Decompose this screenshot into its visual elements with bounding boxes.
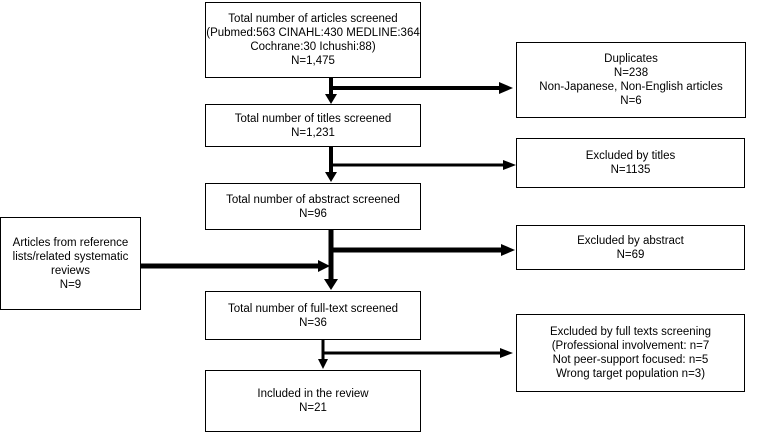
reference-lists-line1: Articles from reference xyxy=(12,236,129,249)
excluded-fulltext-box: Excluded by full texts screening (Profes… xyxy=(516,314,745,392)
fulltext-screened-title: Total number of full-text screened xyxy=(227,302,399,315)
arrowhead-reference-to-stream xyxy=(318,260,330,272)
excluded-titles-count: N=1135 xyxy=(610,164,651,176)
reference-lists-line2: lists/related systematic xyxy=(12,250,129,263)
excluded-not-peer-support: Not peer-support focused: n=5 xyxy=(552,354,709,366)
arrowhead-to-duplicates xyxy=(499,82,513,94)
non-language-count: N=6 xyxy=(620,95,642,107)
articles-screened-title: Total number of articles screened xyxy=(228,13,398,25)
articles-screened-sources-line1: (Pubmed:563 CINAHL:430 MEDLINE:364 xyxy=(206,27,420,39)
excluded-abstract-label: Excluded by abstract xyxy=(577,234,684,247)
excluded-titles-label: Excluded by titles xyxy=(585,150,676,162)
included-review-title: Included in the review xyxy=(257,388,369,400)
arrowhead-fulltext-to-included xyxy=(318,359,328,369)
articles-screened-count: N=1,475 xyxy=(291,55,335,67)
excluded-titles-box: Excluded by titles N=1135 xyxy=(516,138,745,188)
arrowhead-to-excluded-titles xyxy=(503,160,516,170)
fulltext-screened-box: Total number of full-text screened N=36 xyxy=(205,291,421,340)
excluded-wrong-population: Wrong target population n=3) xyxy=(555,368,706,380)
excluded-professional-involvement: (Professional involvement: n=7 xyxy=(551,340,710,352)
reference-lists-count: N=9 xyxy=(59,278,82,291)
articles-screened-box: Total number of articles screened (Pubme… xyxy=(205,2,421,78)
arrowhead-titles-to-abstract xyxy=(325,172,337,182)
excluded-fulltext-label: Excluded by full texts screening xyxy=(549,326,712,338)
abstract-screened-count: N=96 xyxy=(299,207,327,220)
articles-screened-sources-line2: Cochrane:30 Ichushi:88) xyxy=(250,41,376,53)
titles-screened-box: Total number of titles screened N=1,231 xyxy=(205,104,421,147)
titles-screened-title: Total number of titles screened xyxy=(234,112,392,125)
included-review-count: N=21 xyxy=(299,402,327,414)
reference-lists-line3: reviews xyxy=(51,264,90,277)
non-language-label: Non-Japanese, Non-English articles xyxy=(539,81,723,93)
arrowhead-abstract-to-fulltext xyxy=(324,279,338,290)
duplicates-box: Duplicates N=238 Non-Japanese, Non-Engli… xyxy=(516,42,746,118)
arrowhead-to-excluded-fulltext xyxy=(500,348,513,358)
duplicates-label: Duplicates xyxy=(604,53,658,65)
titles-screened-count: N=1,231 xyxy=(291,126,335,139)
arrowhead-screened-to-titles xyxy=(325,94,337,104)
abstract-screened-box: Total number of abstract screened N=96 xyxy=(205,183,421,230)
excluded-abstract-count: N=69 xyxy=(616,248,645,261)
fulltext-screened-count: N=36 xyxy=(299,316,327,329)
abstract-screened-title: Total number of abstract screened xyxy=(226,193,400,206)
duplicates-count: N=238 xyxy=(613,67,649,79)
reference-lists-box: Articles from reference lists/related sy… xyxy=(0,217,141,310)
included-review-box: Included in the review N=21 xyxy=(205,370,421,432)
arrowhead-to-excluded-abstract xyxy=(501,244,515,256)
excluded-abstract-box: Excluded by abstract N=69 xyxy=(516,225,745,270)
